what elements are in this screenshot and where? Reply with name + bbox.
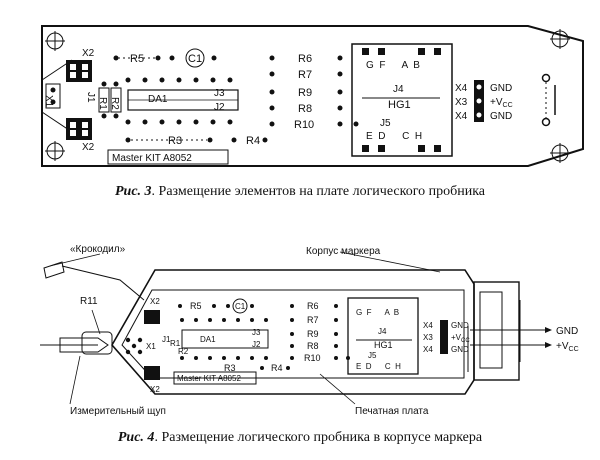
crosshair-icon xyxy=(550,143,570,163)
label-x4-bottom: X4 xyxy=(423,345,433,354)
label-r7: R7 xyxy=(298,69,312,81)
label-vcc: +VCC xyxy=(490,97,513,109)
label-r2: R2 xyxy=(109,97,120,110)
crosshair-icon xyxy=(550,29,570,49)
output-gnd-label: GND xyxy=(556,326,578,337)
label-x1: X1 xyxy=(43,95,54,108)
label-c1: C1 xyxy=(235,302,246,311)
label-hg-top: G F A B xyxy=(366,60,420,71)
label-j3: J3 xyxy=(214,88,225,99)
label-r3: R3 xyxy=(168,135,182,147)
label-r5: R5 xyxy=(130,53,144,65)
figure-4-caption: Рис. 4. Размещение логического пробника … xyxy=(0,430,600,446)
figure-3-caption: Рис. 3. Размещение элементов на плате ло… xyxy=(0,184,600,200)
label-hg1: HG1 xyxy=(388,99,411,111)
label-r3: R3 xyxy=(224,363,236,373)
figure-4-caption-text: . Размещение логического пробника в корп… xyxy=(154,430,483,445)
callout-r11: R11 xyxy=(80,296,98,307)
label-c1: C1 xyxy=(188,53,202,65)
figure-3-caption-text: . Размещение элементов на плате логическ… xyxy=(151,184,486,199)
label-r8: R8 xyxy=(307,341,319,351)
label-da1: DA1 xyxy=(148,94,168,105)
label-x2-bottom: X2 xyxy=(150,385,160,394)
label-j4: J4 xyxy=(378,327,387,336)
label-j1: J1 xyxy=(85,92,96,103)
label-r7: R7 xyxy=(307,315,319,325)
figure-3-board: X2 X1 X2 J1 R5 C1 J3 DA1 J2 R1 R2 R3 R4 … xyxy=(41,25,584,167)
label-x4-bottom: X4 xyxy=(455,111,468,122)
label-r9: R9 xyxy=(298,87,312,99)
label-r5: R5 xyxy=(190,301,202,311)
label-gnd-top: GND xyxy=(490,83,512,94)
label-x1: X1 xyxy=(146,342,156,351)
label-r10: R10 xyxy=(304,353,321,363)
figure-4-assembly: «Крокодил» Корпус маркера R11 Измеритель… xyxy=(40,244,579,417)
figure-3-caption-number: Рис. 3 xyxy=(114,184,152,199)
label-x2-bottom: X2 xyxy=(82,142,95,153)
callout-shchup: Измерительный щуп xyxy=(70,406,166,417)
label-x2-top: X2 xyxy=(82,48,95,59)
label-gnd-bottom: GND xyxy=(490,111,512,122)
label-vcc: +VCC xyxy=(451,333,470,344)
label-j3: J3 xyxy=(252,328,261,337)
label-j2: J2 xyxy=(252,340,261,349)
label-j4: J4 xyxy=(393,84,404,95)
label-r6: R6 xyxy=(298,53,312,65)
label-r9: R9 xyxy=(307,329,319,339)
label-j5: J5 xyxy=(380,118,391,129)
label-da1: DA1 xyxy=(200,335,216,344)
label-gnd-bottom: GND xyxy=(451,345,469,354)
label-r8: R8 xyxy=(298,103,312,115)
label-x2-top: X2 xyxy=(150,297,160,306)
label-hg-top: G F A B xyxy=(356,308,399,317)
callout-krokodil: «Крокодил» xyxy=(70,244,126,255)
label-kit: Master KIT A8052 xyxy=(177,374,241,383)
label-x4-top: X4 xyxy=(455,83,468,94)
label-j5: J5 xyxy=(368,351,377,360)
label-kit: Master KIT A8052 xyxy=(112,153,192,164)
crosshair-icon xyxy=(45,141,65,161)
label-r1: R1 xyxy=(170,339,181,348)
label-j2: J2 xyxy=(214,102,225,113)
label-r10: R10 xyxy=(294,119,314,131)
label-j1: J1 xyxy=(162,335,171,344)
callout-korpus: Корпус маркера xyxy=(306,246,381,257)
label-r2: R2 xyxy=(178,347,189,356)
callout-plata: Печатная плата xyxy=(355,406,429,417)
label-hg-bottom: E D C H xyxy=(366,131,422,142)
label-x4-top: X4 xyxy=(423,321,433,330)
label-r4: R4 xyxy=(271,363,283,373)
label-r4: R4 xyxy=(246,135,260,147)
label-x3: X3 xyxy=(455,97,468,108)
output-vcc-label: +VCC xyxy=(556,341,579,353)
figure-4-caption-number: Рис. 4 xyxy=(117,430,155,445)
label-r1: R1 xyxy=(97,97,108,110)
label-hg1: HG1 xyxy=(374,340,393,350)
label-r6: R6 xyxy=(307,301,319,311)
label-gnd-top: GND xyxy=(451,321,469,330)
crosshair-icon xyxy=(45,31,65,51)
label-x3: X3 xyxy=(423,333,433,342)
label-hg-bottom: E D C H xyxy=(356,362,401,371)
